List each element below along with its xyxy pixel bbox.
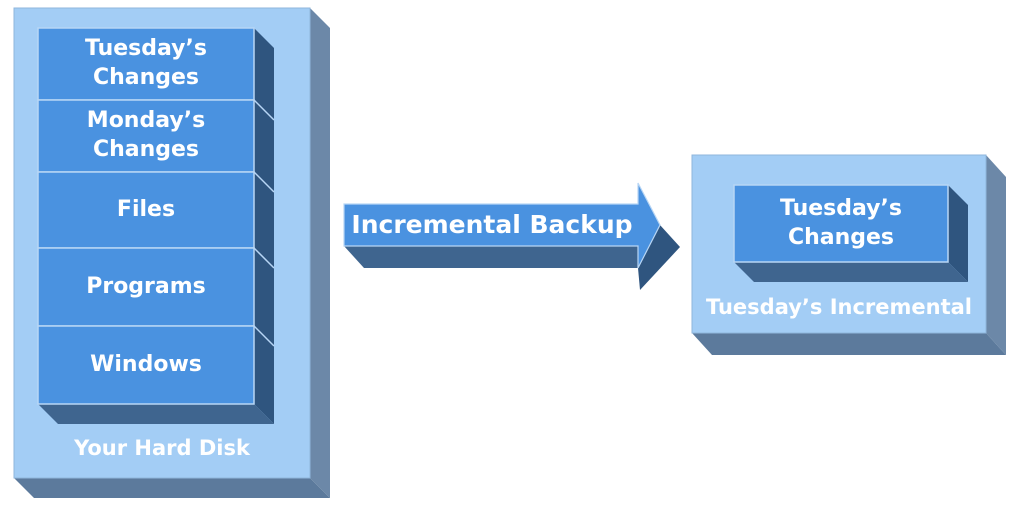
layer-windows-label: Windows <box>90 351 202 377</box>
backup-layer-face <box>733 184 949 263</box>
layer-side-divider <box>253 171 275 193</box>
layer-files-label: Files <box>116 196 176 222</box>
hard-disk-side <box>310 8 330 498</box>
backup-layer <box>733 184 968 282</box>
hard-disk-caption: Your Hard Disk <box>74 436 250 461</box>
layer-tuesday-label: Tuesday’s Changes <box>85 36 207 90</box>
layer-programs-face <box>37 247 255 327</box>
layer-stack <box>37 27 275 424</box>
layer-programs-label: Programs <box>86 273 206 299</box>
backup-layer-side <box>948 185 968 282</box>
backup-layer-bottom <box>734 262 968 282</box>
arrow-head-side <box>638 225 680 290</box>
hard-disk-bottom <box>14 478 330 498</box>
backup-box-bottom <box>692 333 1006 355</box>
backup-box-side <box>986 155 1006 355</box>
arrow-label: Incremental Backup <box>351 209 633 239</box>
layer-side-divider <box>253 247 275 269</box>
arrow-body <box>343 182 661 269</box>
incremental-backup-arrow <box>343 182 680 290</box>
layer-tuesday-face <box>37 27 255 101</box>
layer-monday-label: Monday’s Changes <box>86 108 206 162</box>
arrow-bottom <box>344 246 658 268</box>
layer-files-face <box>37 171 255 249</box>
layer-windows-face <box>37 325 255 405</box>
layer-stack-bottom <box>38 404 274 424</box>
layer-monday-face <box>37 99 255 173</box>
backup-caption: Tuesday’s Incremental <box>705 295 973 320</box>
backup-layer-label: Tuesday’s Changes <box>780 195 902 250</box>
layer-stack-side <box>254 28 274 424</box>
layer-side-divider <box>253 99 275 121</box>
layer-side-divider <box>253 325 275 347</box>
